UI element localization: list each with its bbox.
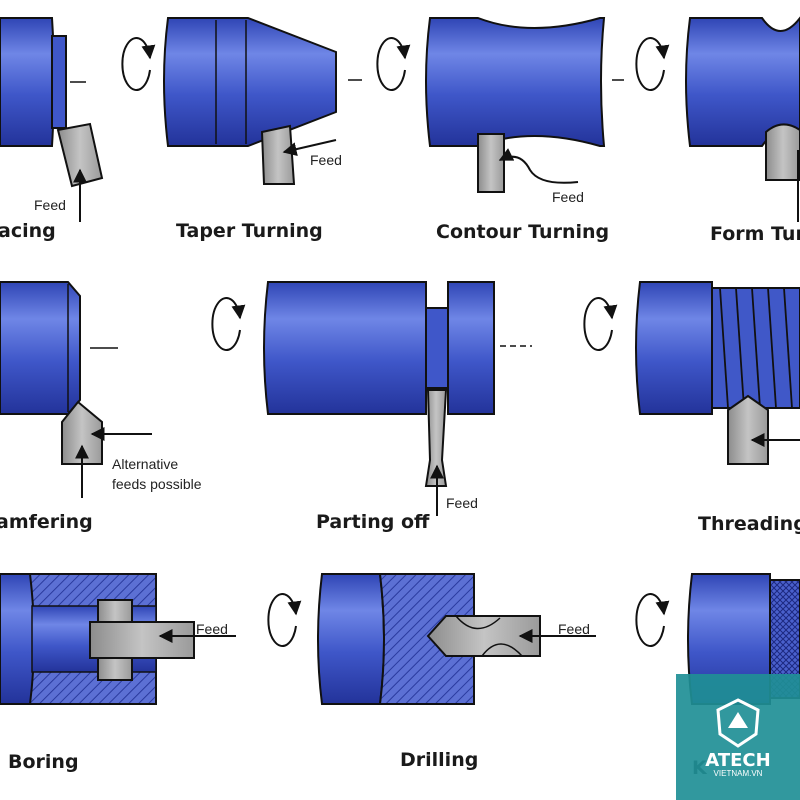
feed-arrow-icon bbox=[498, 148, 579, 184]
contour-feed-label: Feed bbox=[552, 189, 584, 205]
boring-panel: Feed Boring bbox=[0, 573, 236, 773]
taper-feed-label: Feed bbox=[310, 152, 342, 168]
watermark-background bbox=[676, 674, 800, 800]
rotation-arrow-icon bbox=[376, 37, 411, 91]
drilling-panel: Feed Drilling bbox=[267, 573, 596, 771]
boring-title: Boring bbox=[8, 751, 79, 773]
boring-bar bbox=[89, 621, 195, 659]
facing-panel: Feed acing bbox=[0, 17, 104, 242]
parting-groove bbox=[425, 307, 449, 389]
chamfer-workpiece bbox=[0, 281, 81, 415]
watermark-site: VIETNAM.VN bbox=[714, 769, 763, 778]
thread-crests bbox=[719, 287, 793, 409]
chamfering-title: amfering bbox=[0, 511, 93, 533]
thread-workpiece bbox=[635, 281, 713, 415]
form-tool bbox=[765, 123, 800, 181]
contour-turning-title: Contour Turning bbox=[436, 221, 609, 243]
taper-turning-title: Taper Turning bbox=[176, 220, 323, 242]
threading-title: Threading bbox=[698, 513, 800, 535]
drill-flutes bbox=[455, 615, 523, 657]
parting-workpiece-left bbox=[263, 281, 427, 415]
facing-tool bbox=[56, 122, 104, 188]
parting-off-panel: Feed Parting off bbox=[211, 281, 532, 533]
form-turning-panel: Form Turn bbox=[635, 16, 800, 245]
rotation-arrow-icon bbox=[267, 593, 302, 647]
alt-feeds-line-2: feeds possible bbox=[112, 476, 202, 492]
feed-arrow-icon bbox=[282, 139, 337, 156]
atech-watermark: ATECH VIETNAM.VN bbox=[676, 674, 800, 800]
chamfer-tool bbox=[61, 400, 103, 465]
parting-feed-label: Feed bbox=[446, 495, 478, 511]
rotation-arrow-icon bbox=[583, 297, 618, 351]
form-turning-title: Form Turn bbox=[710, 223, 800, 245]
taper-turning-panel: Feed Taper Turning bbox=[121, 17, 362, 242]
alt-feeds-line-1: Alternative bbox=[112, 456, 178, 472]
atech-logo-icon bbox=[716, 698, 760, 748]
rotation-arrow-icon bbox=[211, 297, 246, 351]
drilling-workpiece-section bbox=[378, 573, 475, 705]
rotation-arrow-icon bbox=[635, 593, 670, 647]
rotation-arrow-icon bbox=[635, 37, 670, 91]
thread-tool bbox=[727, 394, 769, 465]
taper-workpiece bbox=[163, 17, 337, 147]
watermark-brand: ATECH bbox=[705, 750, 770, 771]
boring-feed-label: Feed bbox=[196, 621, 228, 637]
drilling-title: Drilling bbox=[400, 749, 478, 771]
parting-tool bbox=[424, 389, 448, 487]
contour-workpiece bbox=[425, 17, 606, 147]
rotation-arrow-icon bbox=[121, 37, 156, 91]
chamfering-panel: Alternative feeds possible amfering bbox=[0, 281, 202, 533]
contour-turning-panel: Feed Contour Turning bbox=[376, 17, 624, 243]
threading-panel: Threading bbox=[583, 281, 800, 535]
contour-tool bbox=[477, 133, 505, 193]
facing-workpiece bbox=[0, 17, 55, 147]
drilling-feed-label: Feed bbox=[558, 621, 590, 637]
facing-title: acing bbox=[0, 220, 56, 242]
parting-workpiece-right bbox=[447, 281, 495, 415]
facing-face bbox=[51, 35, 67, 129]
drilling-workpiece-solid bbox=[317, 573, 385, 705]
boring-solid-end bbox=[0, 573, 35, 705]
parting-off-title: Parting off bbox=[316, 511, 430, 533]
taper-tool bbox=[260, 124, 296, 185]
facing-feed-label: Feed bbox=[34, 197, 66, 213]
